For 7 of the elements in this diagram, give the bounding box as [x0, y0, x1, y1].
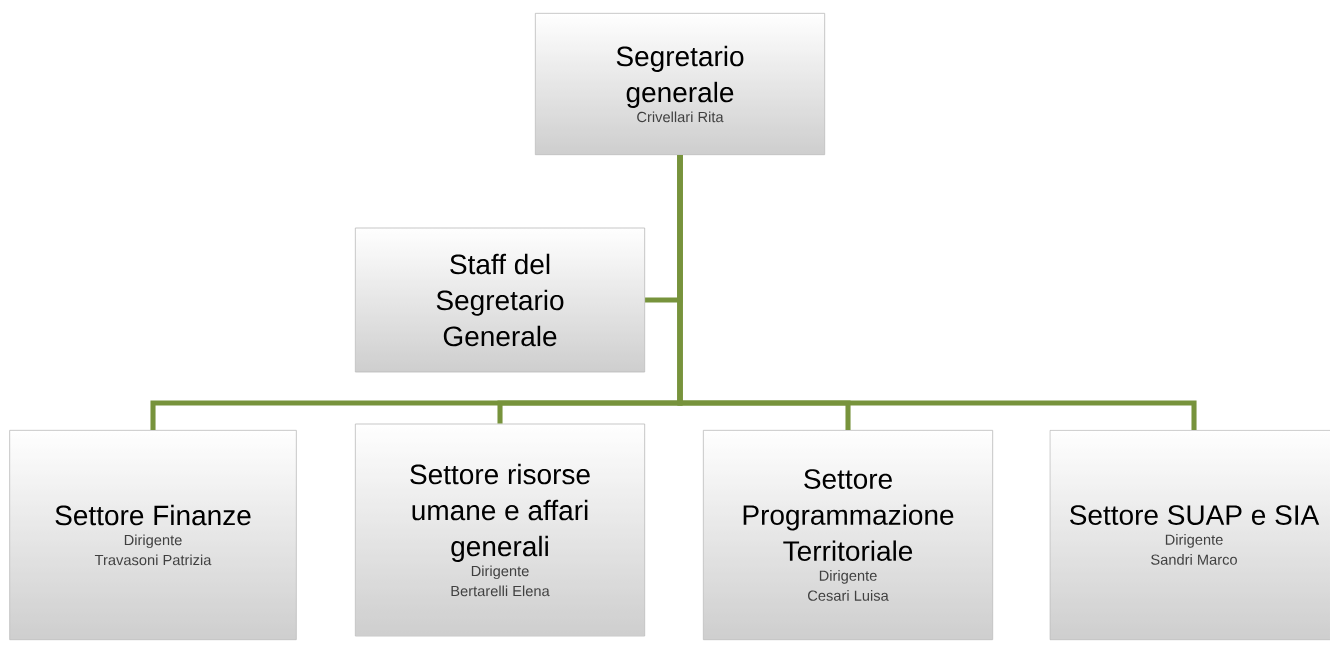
org-box: Settore Finanze Dirigente Travasoni Patrizia	[9, 429, 297, 641]
org-box: Settore SUAP e SIA Dirigente Sandri Marco	[1049, 429, 1330, 641]
connector-line	[677, 155, 1197, 430]
org-box: Settore Programmazione Territoriale Dirigente Cesari Luisa	[702, 429, 994, 641]
org-box: Segretario generale Crivellari Rita	[534, 12, 826, 156]
org-box: Staff del Segretario Generale	[354, 227, 646, 373]
org-box: Settore risorse umane e affari generali Dirigente Bertarelli Elena	[354, 423, 646, 637]
